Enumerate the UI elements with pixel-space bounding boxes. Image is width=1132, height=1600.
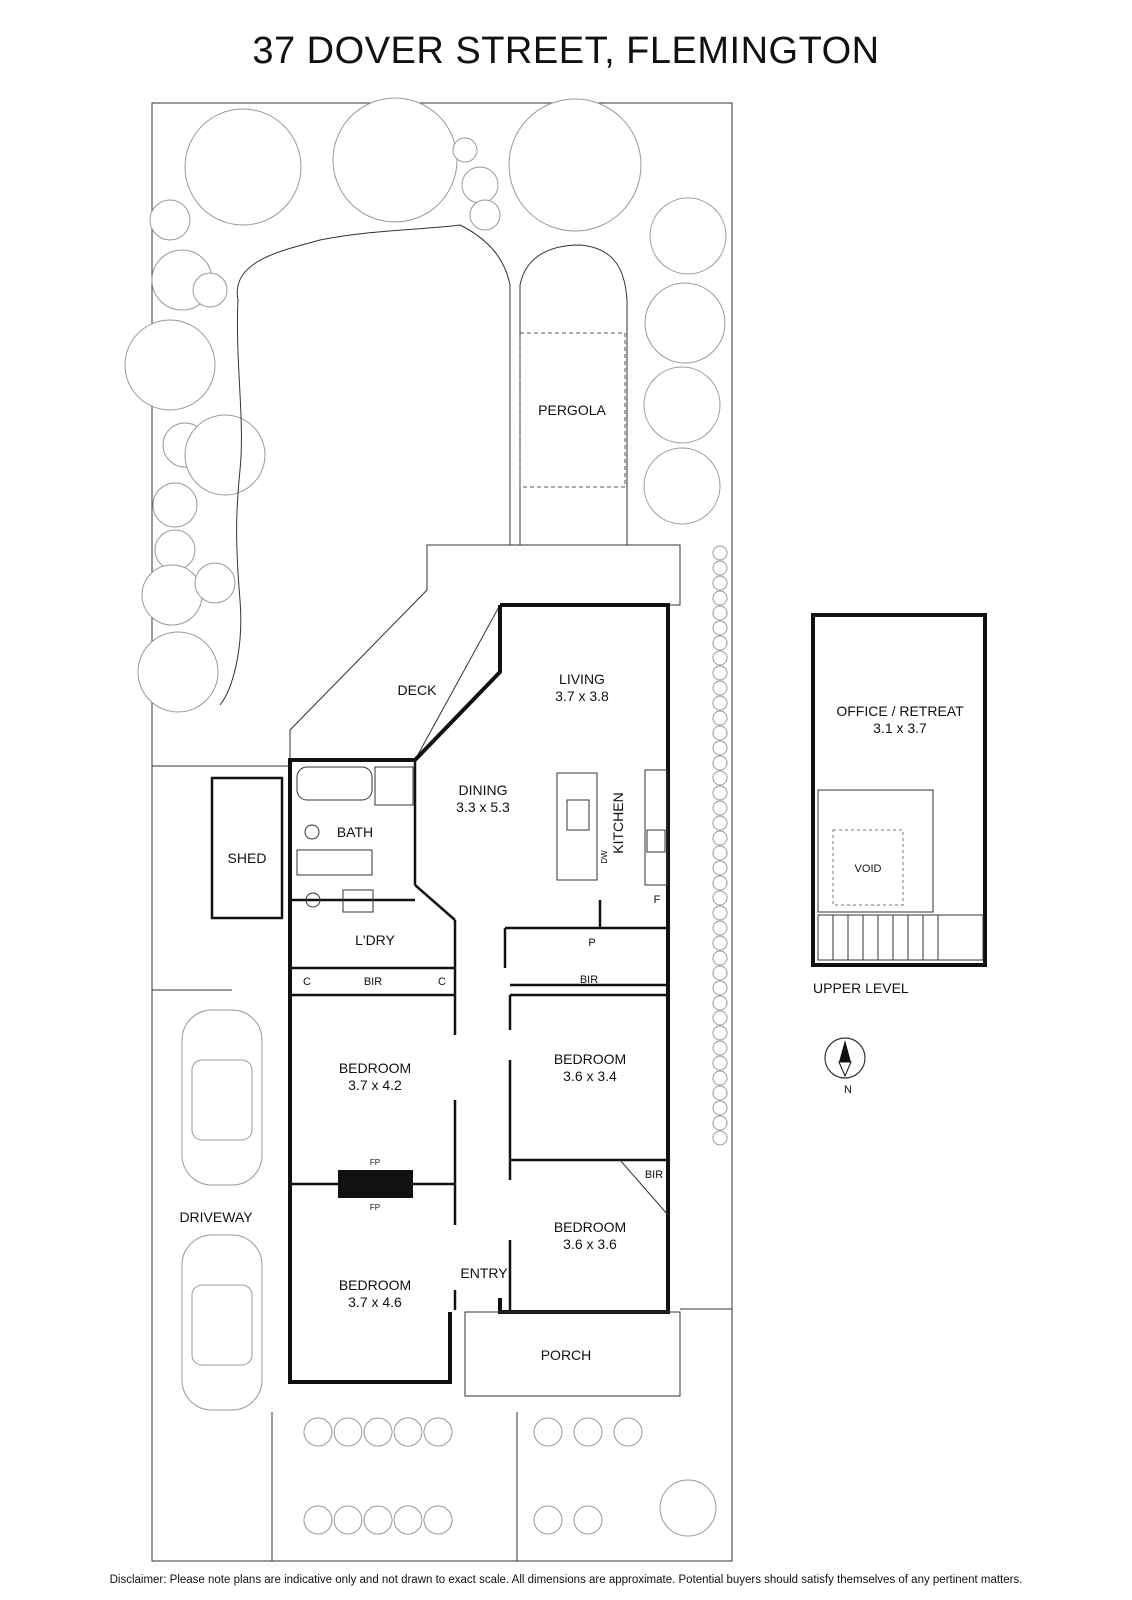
laundry-toilet (305, 892, 321, 908)
void-outline (817, 789, 934, 913)
driveway-label: DRIVEWAY (179, 1209, 253, 1225)
vanity (296, 849, 373, 876)
entry-label: ENTRY (460, 1265, 508, 1281)
cupboard-left: C (303, 976, 311, 988)
fireplace-label-bottom: FP (370, 1203, 380, 1212)
compass-icon (824, 1037, 866, 1079)
side-fence-posts (712, 545, 728, 1146)
void-inner (832, 829, 904, 906)
page-title: 37 DOVER STREET, FLEMINGTON (252, 30, 880, 72)
void-label: VOID (855, 863, 882, 875)
bedroom-3-label: BEDROOM (554, 1219, 626, 1235)
pergola-label: PERGOLA (538, 402, 606, 418)
laundry-label: L'DRY (355, 932, 395, 948)
bedroom-1-label: BEDROOM (339, 1060, 411, 1076)
car-icon-2 (181, 1234, 263, 1411)
car-icon-1 (181, 1009, 263, 1186)
garden-path (219, 224, 511, 706)
office-label: OFFICE / RETREAT (836, 703, 964, 719)
porch-outline (464, 1311, 681, 1397)
living-size: 3.7 x 3.8 (555, 688, 609, 704)
garden-trees (124, 97, 727, 713)
shed-outline (210, 776, 284, 920)
fridge-label: F (654, 894, 661, 906)
cooktop (646, 829, 666, 853)
shed-label: SHED (228, 850, 267, 866)
kitchen-sink (566, 799, 590, 831)
toilet (304, 824, 320, 840)
disclaimer: Disclaimer: Please note plans are indica… (109, 1574, 1023, 1586)
bir-bedroom-1: BIR (364, 976, 382, 988)
laundry-tub (342, 889, 374, 913)
bedroom-2-size: 3.6 x 3.4 (563, 1068, 617, 1084)
office-size: 3.1 x 3.7 (873, 720, 927, 736)
front-garden-shrubs (303, 1417, 717, 1537)
bedroom-3-size: 3.6 x 3.6 (563, 1236, 617, 1252)
bedroom-1-size: 3.7 x 4.2 (348, 1077, 402, 1093)
bir-bedroom-2: BIR (580, 974, 598, 986)
upper-level-walls (811, 613, 987, 967)
compass-north-label: N (844, 1084, 852, 1096)
deck-label: DECK (398, 682, 438, 698)
bir-divider (619, 1159, 669, 1216)
deck-outline (289, 544, 681, 761)
kitchen-island (556, 772, 598, 881)
fireplace-block (338, 1170, 413, 1198)
kitchen-bench (644, 769, 668, 886)
garden-path-right (519, 244, 628, 545)
bedroom-4-label: BEDROOM (339, 1277, 411, 1293)
shower (374, 766, 414, 806)
lot-boundary (151, 102, 733, 1562)
upper-level-label: UPPER LEVEL (813, 980, 909, 996)
dining-size: 3.3 x 5.3 (456, 799, 510, 815)
bir-bedroom-3: BIR (645, 1169, 663, 1181)
kitchen-label: KITCHEN (610, 792, 626, 853)
fireplace-label-top: FP (370, 1158, 380, 1167)
dining-label: DINING (459, 782, 508, 798)
cupboard-right: C (438, 976, 446, 988)
dishwasher-label: DW (600, 850, 609, 864)
bath-label: BATH (337, 824, 373, 840)
pantry-label: P (588, 937, 595, 949)
bathtub (296, 766, 373, 801)
bedroom-4-size: 3.7 x 4.6 (348, 1294, 402, 1310)
living-label: LIVING (559, 671, 605, 687)
bedroom-2-label: BEDROOM (554, 1051, 626, 1067)
staircase (817, 914, 984, 961)
porch-label: PORCH (541, 1347, 592, 1363)
pergola-outline (519, 332, 626, 488)
